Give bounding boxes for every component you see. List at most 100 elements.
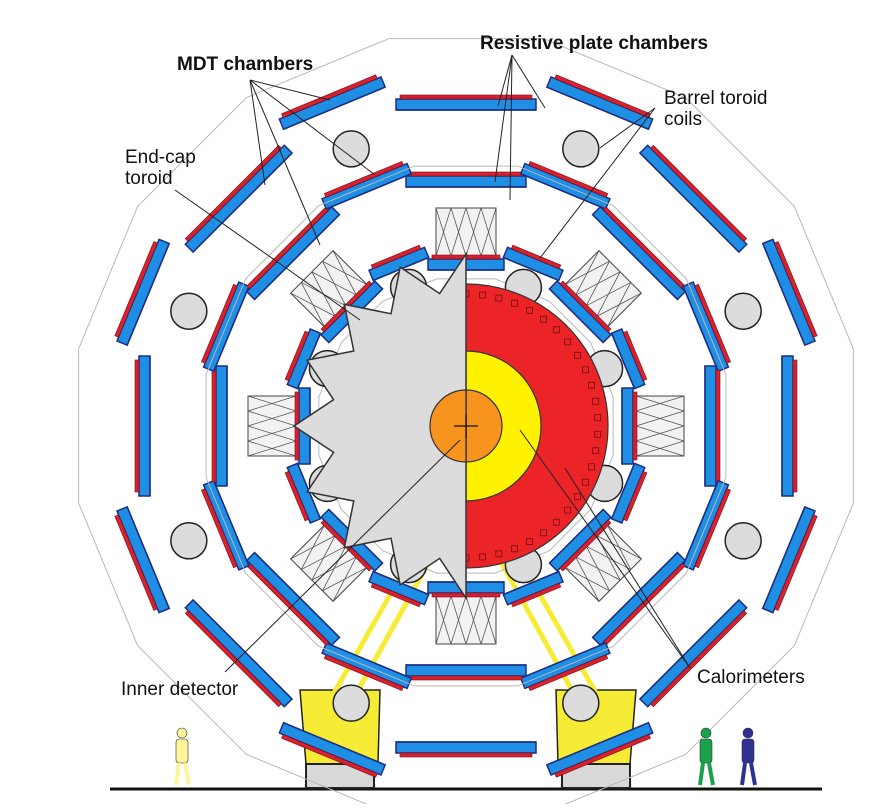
truss-brace (635, 425, 685, 442)
middle-chamber (704, 365, 721, 487)
rpc-strip (774, 241, 818, 338)
truss-panel (435, 595, 497, 645)
inner-chamber (502, 570, 564, 608)
label-leader-lines (174, 54, 691, 673)
truss-brace (247, 410, 297, 427)
mdt-chamber-band (761, 505, 817, 614)
truss-frame (635, 395, 685, 457)
calorimeter-cell (594, 430, 602, 438)
calorimeter-cell (574, 351, 581, 359)
inner-detector-label: Inner detector (121, 679, 239, 700)
rpc-strip (134, 359, 140, 493)
calorimeter-cell (552, 518, 560, 526)
truss-brace (450, 595, 467, 645)
middle-chamber (682, 479, 731, 571)
calorimeter-cell (582, 478, 589, 486)
rpc-strip (114, 241, 158, 338)
middle-chamber (245, 551, 341, 647)
truss-brace (322, 261, 347, 306)
chamber-edge (283, 722, 386, 766)
calorimeter-cell (479, 553, 486, 561)
inner-chamber (610, 462, 648, 524)
mdt-chamber-band (215, 365, 228, 487)
middle-chamber (321, 642, 413, 691)
calorimeter-cell (588, 381, 595, 389)
calorimeter-cell (592, 447, 600, 455)
person-leg (740, 762, 747, 786)
person-head (742, 727, 754, 739)
chamber-edge (126, 243, 170, 346)
mdt-chamber-band (638, 598, 748, 708)
person-head (700, 727, 712, 739)
end-cap-toroid-shape (292, 251, 478, 601)
inner-detector-region (465, 389, 503, 463)
rpc-strip (409, 171, 523, 177)
mdt-leader (249, 79, 331, 101)
mdt-chamber-band (395, 98, 537, 111)
barrel-coil-leader (599, 107, 656, 149)
rpc-strip (650, 144, 748, 242)
end-cap-toroid-label-line1: End-cap (125, 147, 196, 168)
rpc-strip (284, 330, 310, 382)
chamber-edge (213, 480, 250, 566)
mdt-chamber-band (138, 355, 151, 497)
chamber-edge (520, 642, 606, 679)
person-body (699, 738, 713, 764)
mdt-chamber-band (184, 144, 294, 254)
rpc-strip (510, 244, 562, 270)
rpc-strip (774, 514, 818, 611)
calorimeter-cell (588, 463, 595, 471)
rpc-strip (370, 244, 422, 270)
rpc-strip (792, 359, 798, 493)
chamber-edge (682, 480, 719, 566)
person-figure-yellow (174, 727, 191, 786)
truss-brace (635, 395, 685, 412)
calorimeter-half (462, 283, 609, 569)
chamber-edge (762, 506, 806, 609)
truss-panel (435, 207, 497, 257)
end-cap-leader (174, 189, 361, 321)
middle-chamber (405, 664, 527, 681)
chamber-edge (548, 288, 604, 344)
truss-brace (635, 410, 685, 427)
person-leg (174, 762, 181, 786)
middle-chamber (321, 161, 413, 210)
truss-brace (332, 250, 357, 296)
truss-brace (586, 282, 631, 307)
rpc-strip (284, 470, 310, 522)
mdt-chamber-band (781, 355, 794, 497)
rpc-strip (622, 470, 648, 522)
barrel-toroid-coil (724, 292, 762, 330)
rpc-strip (559, 519, 612, 572)
resistive-plate-chambers-label: Resistive plate chambers (480, 33, 709, 54)
outer-chamber (761, 505, 818, 614)
middle-chamber (201, 479, 250, 571)
truss-frame (435, 595, 497, 645)
rpc-strip (211, 369, 217, 483)
mdt-chamber-band (115, 505, 171, 614)
support-strut (497, 558, 583, 707)
outer-chamber (638, 598, 748, 708)
outer-chamber (184, 598, 294, 708)
outer-chamber (278, 721, 387, 778)
mdt-chamber-band (704, 365, 717, 487)
outer-chamber (134, 355, 151, 497)
rpc-strip (184, 144, 282, 242)
person-leg (707, 762, 715, 786)
rpc-strip (528, 161, 609, 198)
mdt-chamber-band (405, 175, 527, 188)
calorimeter-cell (540, 315, 547, 323)
scale-people (174, 727, 757, 786)
outer-chamber (395, 94, 537, 111)
octagonal-structure-ring (78, 38, 854, 809)
truss-brace (575, 271, 621, 296)
barrel-toroid-coil (332, 684, 370, 722)
chamber-edge (546, 722, 649, 766)
chamber-edge (192, 599, 293, 700)
chamber-edge (610, 463, 636, 520)
truss-brace (311, 556, 357, 581)
electromagnetic-calorimeter (465, 350, 542, 502)
truss-brace (301, 545, 346, 570)
outer-chamber (184, 144, 294, 254)
